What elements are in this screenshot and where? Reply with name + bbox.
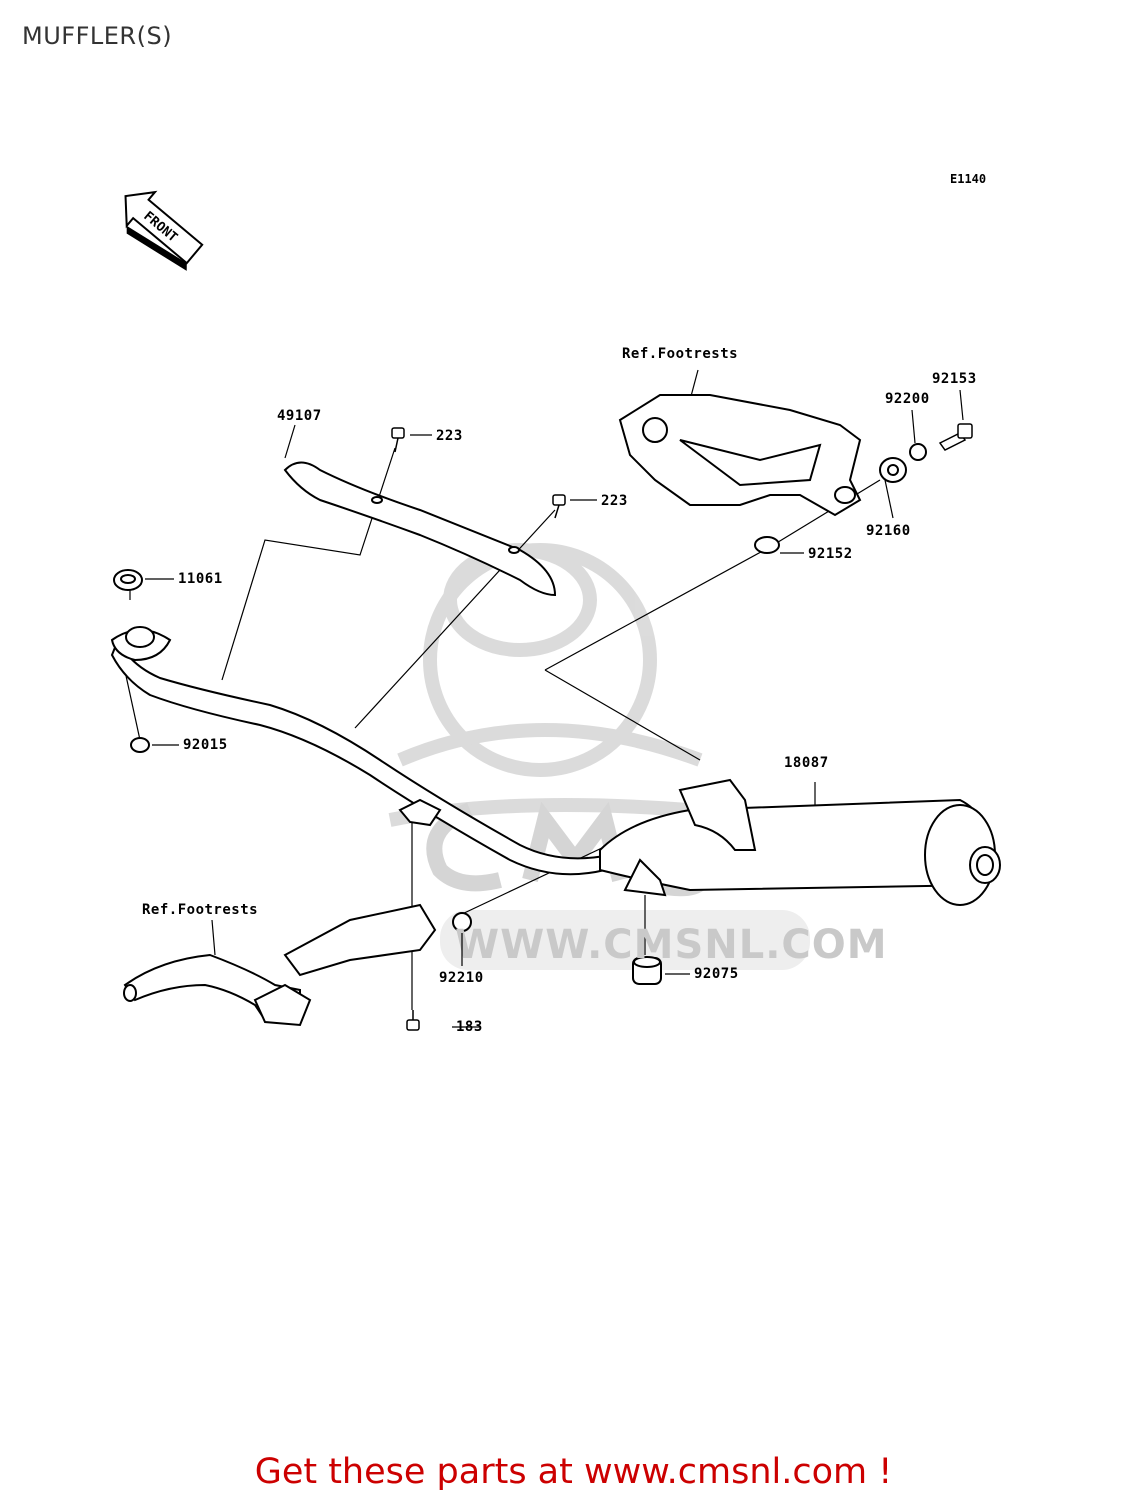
callout-92152[interactable]: 92152 [808,546,853,562]
callout-18087[interactable]: 18087 [784,755,829,771]
callout-92160[interactable]: 92160 [866,523,911,539]
callout-223-top[interactable]: 223 [436,428,463,444]
bolt-183 [406,1010,420,1031]
heat-shield [283,461,557,597]
callout-92075[interactable]: 92075 [694,966,739,982]
footrest-bracket-bottom [123,903,437,1027]
callout-49107[interactable]: 49107 [277,408,322,424]
callout-11061[interactable]: 11061 [178,571,223,587]
watermark-text: WWW.CMSNL.COM [455,922,888,968]
callout-92153[interactable]: 92153 [932,371,977,387]
footrest-bracket-top [618,394,862,517]
bolt-223-mid [552,494,566,519]
nut-92210 [452,912,472,932]
front-arrow-icon: FRONT [124,190,204,271]
muffler [599,778,1001,906]
callout-ref-footrests-bottom[interactable]: Ref.Footrests [142,902,259,918]
washer-92200 [909,443,927,461]
grommet-92160 [879,457,907,483]
callout-92200[interactable]: 92200 [885,391,930,407]
nut-92015 [130,737,150,753]
collar-92152 [754,536,780,554]
callout-92015[interactable]: 92015 [183,737,228,753]
callout-223-mid[interactable]: 223 [601,493,628,509]
exhaust-pipe [110,626,612,876]
pipe-clamp [398,798,442,827]
bolt-92153 [938,423,973,451]
callout-92210[interactable]: 92210 [439,970,484,986]
callout-ref-footrests-top[interactable]: Ref.Footrests [622,346,739,362]
damper-92075 [632,956,662,985]
footer-link[interactable]: Get these parts at www.cmsnl.com ! [254,1452,893,1492]
watermark-banner [440,910,810,970]
gasket [113,569,143,591]
bolt-223-top [391,427,405,453]
diagram-code: E1140 [950,172,987,186]
page-title: MUFFLER(S) [22,22,173,50]
